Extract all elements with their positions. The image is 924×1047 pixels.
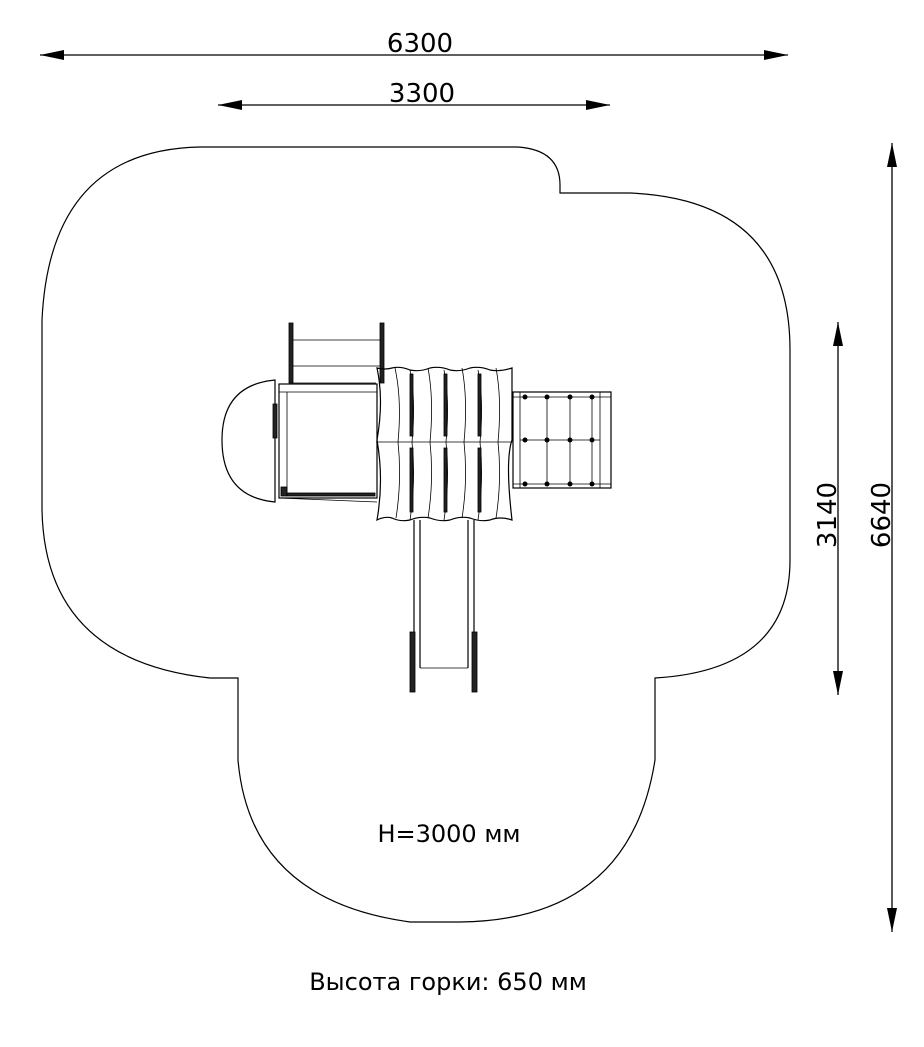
main-platform xyxy=(278,383,378,503)
slide xyxy=(409,520,478,693)
dimension-overall-width: 6300 xyxy=(40,29,788,60)
tower-height-label: H=3000 мм xyxy=(377,820,520,848)
round-canopy xyxy=(221,379,278,503)
play-complex xyxy=(221,322,612,693)
wavy-climbing-wall xyxy=(376,366,513,522)
dimension-overall-height: 6640 xyxy=(867,143,897,932)
upper-steps xyxy=(288,322,385,384)
rope-net-bridge xyxy=(512,391,612,489)
inner-width-label: 3300 xyxy=(389,79,455,109)
overall-width-label: 6300 xyxy=(387,29,453,59)
safety-zone-outline xyxy=(41,146,791,923)
dimension-inner-width: 3300 xyxy=(218,79,610,110)
slide-height-caption: Высота горки: 650 мм xyxy=(309,968,587,996)
inner-height-label: 3140 xyxy=(813,482,843,548)
overall-height-label: 6640 xyxy=(867,482,897,548)
dimension-inner-height: 3140 xyxy=(813,322,843,695)
